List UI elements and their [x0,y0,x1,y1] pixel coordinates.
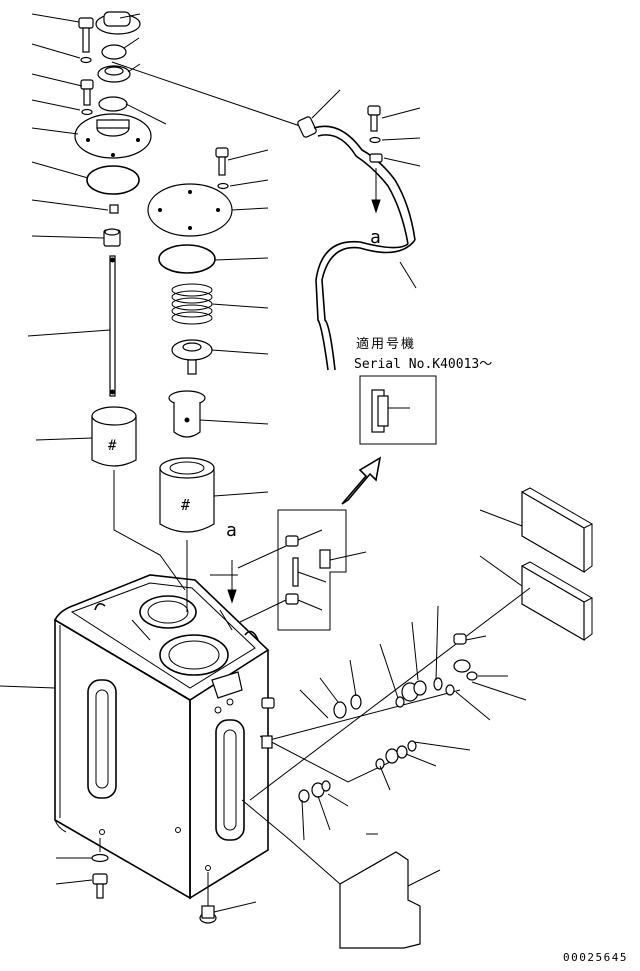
drawing-number: 00025645 [563,951,628,964]
filter-element-small: # [91,406,137,467]
washer [91,853,109,863]
nut [103,228,121,247]
o-ring [158,244,216,274]
serial-number-label: Serial No.K40013～ [354,357,492,372]
bolt-icon [215,147,229,176]
level-gauge-front [87,679,117,799]
svg-text:#: # [108,438,117,454]
view-a-indicator: a [210,520,238,604]
view-letter: a [370,227,381,248]
view-letter: a [226,520,237,541]
cover-plate [147,183,233,237]
plug [109,204,119,214]
breather-element [101,44,127,60]
spring [171,283,213,325]
breather-cap [95,11,141,35]
drain-plug [199,905,217,924]
elbow-fitting [298,780,331,803]
bracket-detail [371,389,389,433]
washer [80,56,92,64]
svg-text:#: # [181,496,190,514]
elbow-fitting [375,740,417,770]
detail-box [359,375,437,445]
flange-plate [74,113,152,159]
detail-arrow [341,456,382,505]
tank-hardware [0,685,257,924]
valve [171,339,213,375]
gasket [98,96,128,112]
leader-lines-center [186,149,269,612]
elbow-fitting [445,633,478,696]
washer [369,136,381,144]
washer [81,108,93,116]
fittings-right [241,587,531,885]
center-filter-stack: # [147,147,233,533]
washer [217,182,229,190]
leader-lines-left [27,13,301,591]
level-gauge-side [215,719,245,841]
elbow-fitting [333,677,443,719]
o-ring [86,165,140,195]
bolt-icon [78,17,94,53]
bolt-icon [80,79,94,106]
bolt-icon [92,873,108,899]
breather-hose-assembly: a [297,89,421,371]
bolt-icon [367,105,381,132]
breather-cap-assembly: # [74,11,152,467]
applicability-note: 適用号機 Serial No.K40013～ [354,336,492,445]
filter-port-top [131,595,233,676]
detail-box-valves [237,509,367,631]
clamp [297,116,317,138]
strainer [168,390,206,438]
rod [109,255,116,397]
applicability-label: 適用号機 [356,336,416,352]
cushion-pads [339,487,594,949]
breather-body [97,65,131,83]
clip [369,153,383,163]
filter-element-large: # [159,457,215,533]
hydraulic-tank [53,574,270,900]
fitting [285,535,299,605]
